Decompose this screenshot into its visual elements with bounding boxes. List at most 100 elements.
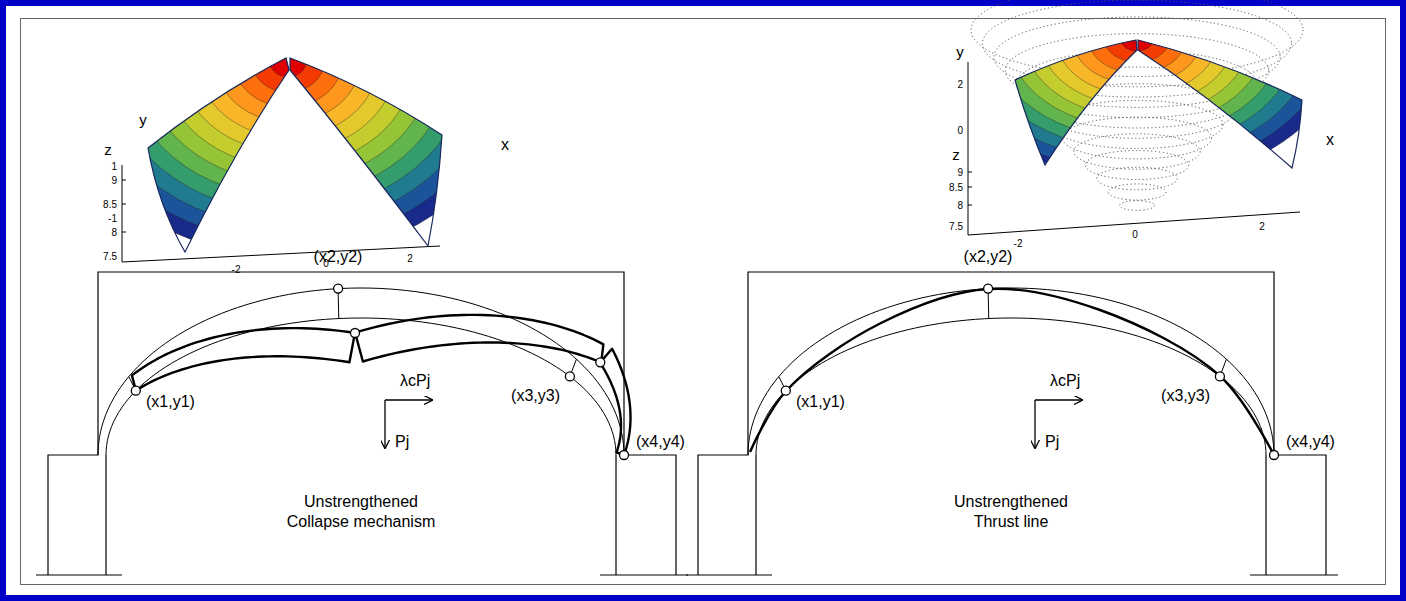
hinge-label: (x1,y1) — [796, 393, 845, 411]
dotted-contour — [971, 0, 1303, 76]
contour-band — [929, 0, 1345, 183]
tick-label: 0 — [1132, 229, 1138, 240]
dotted-contour — [1097, 167, 1178, 190]
hinge-circle — [781, 386, 790, 395]
surface-plot — [929, 0, 1345, 183]
contour-band — [1041, 0, 1233, 106]
tick-label: 0 — [957, 125, 963, 136]
load-label: λcPj — [1050, 372, 1080, 390]
hinge-label: (x2,y2) — [314, 248, 363, 266]
surface-edge — [148, 58, 289, 252]
contour-band — [54, 0, 522, 257]
hinge-label: (x4,y4) — [636, 433, 685, 451]
dotted-contour — [1085, 151, 1188, 180]
tick-label: 9 — [111, 175, 117, 186]
load-label: λcPj — [400, 372, 430, 390]
arch-frame — [36, 272, 1338, 575]
surface-edge — [290, 58, 442, 246]
axis-label: x — [501, 136, 509, 154]
hinge-circle — [131, 386, 140, 395]
tick-label: -2 — [232, 264, 241, 275]
outer-border — [3, 3, 1403, 598]
contour-band — [252, 32, 324, 92]
contour-band — [72, 0, 504, 242]
dotted-contour — [1120, 201, 1155, 211]
surface-bands — [54, 0, 522, 257]
tick-label: 2 — [1259, 221, 1265, 232]
contour-band — [126, 0, 450, 197]
contour-band — [180, 0, 396, 152]
extrados — [98, 288, 624, 455]
hinge-circle — [984, 284, 993, 293]
intrados — [756, 318, 1266, 455]
hinge-circle — [565, 372, 574, 381]
load-label: Pj — [395, 433, 409, 451]
axis-label: y — [139, 112, 147, 129]
contour-band — [977, 0, 1297, 150]
contour-band — [1073, 0, 1201, 84]
axis-label: y — [956, 44, 964, 61]
contour-band — [993, 0, 1281, 139]
hinge-circle — [334, 284, 343, 293]
plot-axes — [122, 62, 1300, 262]
dotted-contour — [1062, 117, 1211, 159]
hinge-label: (x2,y2) — [964, 248, 1013, 266]
contour-band — [1073, 0, 1201, 84]
contour-band — [1089, 7, 1185, 73]
contour-band — [252, 32, 324, 92]
contour-band — [198, 0, 378, 137]
tick-label: 9 — [957, 167, 963, 178]
contour-band — [1105, 18, 1169, 62]
dotted-contour — [1108, 184, 1166, 200]
contour-band — [162, 0, 414, 167]
hinge-circle — [351, 329, 360, 338]
tick-label: 8.5 — [103, 199, 117, 210]
hinge-circle — [596, 358, 605, 367]
hinge-label: (x3,y3) — [1161, 387, 1210, 405]
dotted-contour — [1074, 134, 1200, 169]
thrust-line — [750, 289, 1274, 455]
contour-band — [90, 0, 486, 227]
contour-band — [945, 0, 1329, 172]
contour-band — [1121, 29, 1153, 51]
tick-label: 8.5 — [949, 182, 963, 193]
extrados — [748, 288, 1274, 455]
load-arrows — [385, 400, 1082, 448]
hinge-label: (x3,y3) — [511, 387, 560, 405]
tick-label: 8 — [111, 227, 117, 238]
axis-label: z — [952, 147, 960, 164]
tick-label: 7.5 — [949, 221, 963, 232]
contour-band — [72, 0, 504, 242]
arch-ring — [748, 288, 1274, 455]
tick-label: 2 — [407, 253, 413, 264]
contour-band — [234, 17, 342, 107]
hinge-points — [131, 284, 1278, 459]
caption-text: Collapse mechanism — [287, 513, 436, 531]
load-label: Pj — [1045, 433, 1059, 451]
surface-bands — [929, 0, 1345, 183]
contour-band — [234, 17, 342, 107]
tick-label: 8 — [957, 200, 963, 211]
surface-edge — [1138, 40, 1302, 168]
contour-band — [1105, 18, 1169, 62]
contour-band — [216, 2, 360, 122]
surface-plot — [54, 0, 522, 257]
contour-band — [1009, 0, 1265, 128]
tick-label: 1 — [111, 161, 117, 172]
axis-label: z — [104, 142, 112, 159]
arch-ring — [98, 275, 657, 455]
tick-label: 2 — [957, 79, 963, 90]
contour-band — [1057, 0, 1217, 95]
hinge-circle — [1215, 372, 1224, 381]
contour-band — [216, 2, 360, 122]
intrados — [106, 318, 616, 455]
hinge-label: (x1,y1) — [146, 393, 195, 411]
axis-label: x — [1326, 131, 1334, 149]
hinge-circle — [1270, 451, 1279, 460]
contour-band — [1025, 0, 1249, 117]
hinge-circle — [620, 451, 629, 460]
contour-band — [1089, 7, 1185, 73]
